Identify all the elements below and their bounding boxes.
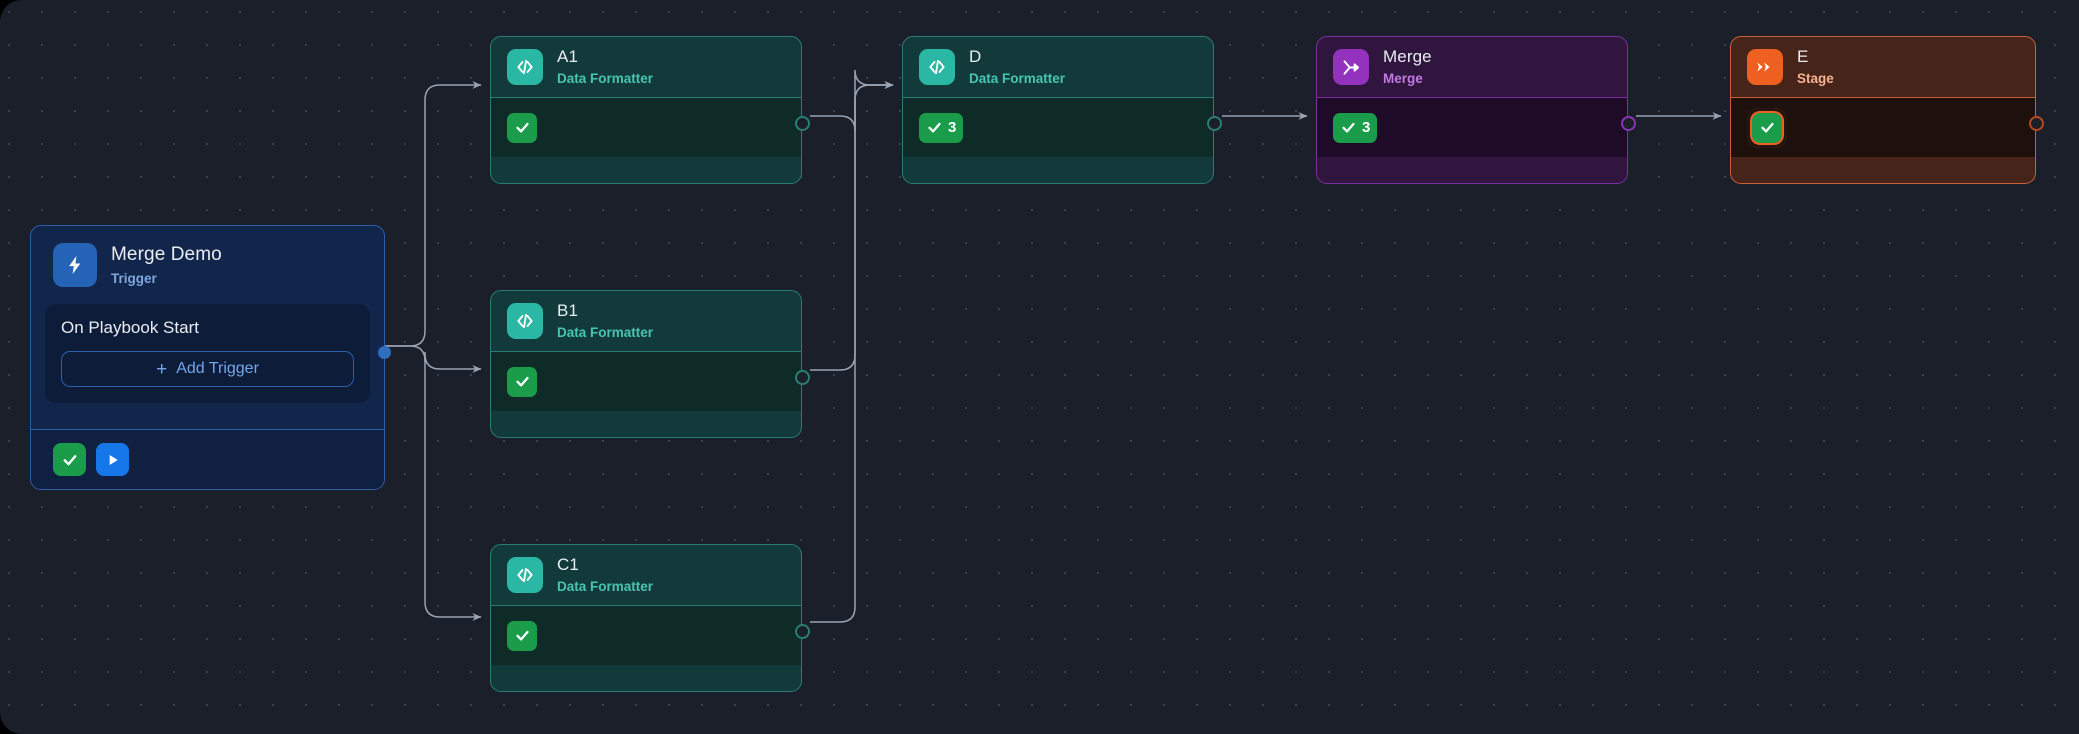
node-c1-title: C1 [557,555,579,575]
node-e-body [1731,97,2035,157]
node-a1-subtitle: Data Formatter [557,71,654,87]
node-c1[interactable]: C1 Data Formatter [490,544,810,692]
edge-a1-d [810,69,894,132]
trigger-node-footer [31,429,384,489]
code-icon [507,49,543,85]
node-d-body: 3 [903,97,1213,157]
node-merge-output-port[interactable] [1620,116,1636,131]
edge-trigger-a1 [385,81,482,347]
node-a1[interactable]: A1 Data Formatter [490,36,810,184]
edge-b1-d [810,81,894,371]
merge-arrow-icon [1333,49,1369,85]
trigger-run-button[interactable] [96,443,129,476]
node-b1-status-badge[interactable] [507,366,537,397]
node-merge-header: Merge Merge [1317,37,1627,97]
node-e-status-badge[interactable] [1752,112,1782,143]
trigger-node-title: Merge Demo [111,244,222,266]
node-e-selection-ring [1747,107,1787,148]
trigger-check-button[interactable] [53,443,86,476]
code-icon [507,303,543,339]
node-a1-status-badge[interactable] [507,112,537,143]
node-b1-output-port[interactable] [794,370,810,385]
node-merge-status-count: 3 [1362,119,1371,136]
node-d-status-badge[interactable]: 3 [919,112,964,143]
node-d-header: D Data Formatter [903,37,1213,97]
node-d-output-port[interactable] [1206,116,1222,131]
trigger-node[interactable]: Merge Demo Trigger On Playbook Start + A… [30,225,391,490]
add-trigger-button[interactable]: + Add Trigger [61,351,354,387]
node-a1-output-port[interactable] [794,116,810,131]
double-chevron-icon [1747,49,1783,85]
code-icon [507,557,543,593]
node-b1[interactable]: B1 Data Formatter [490,290,810,438]
node-c1-subtitle: Data Formatter [557,579,654,595]
node-e-title: E [1797,47,1809,67]
node-d-subtitle: Data Formatter [969,71,1066,87]
edge-trigger-c1 [424,352,482,621]
node-b1-header: B1 Data Formatter [491,291,801,351]
trigger-event-label: On Playbook Start [61,318,199,337]
node-e-output-port[interactable] [2028,116,2044,131]
edge-c1-d [810,81,894,623]
node-e-subtitle: Stage [1797,71,1834,87]
node-d[interactable]: D Data Formatter 3 [902,36,1222,184]
node-e[interactable]: E Stage [1730,36,2044,184]
add-trigger-label: Add Trigger [176,360,259,377]
node-b1-subtitle: Data Formatter [557,325,654,341]
node-merge-status-badge[interactable]: 3 [1333,112,1378,143]
node-d-title: D [969,47,982,67]
trigger-output-port[interactable] [378,346,391,359]
node-merge-subtitle: Merge [1383,71,1423,87]
trigger-panel: On Playbook Start + Add Trigger [45,304,370,403]
node-c1-header: C1 Data Formatter [491,545,801,605]
node-b1-title: B1 [557,301,578,321]
node-merge-title: Merge [1383,47,1432,67]
node-b1-body [491,351,801,411]
node-c1-body [491,605,801,665]
node-a1-header: A1 Data Formatter [491,37,801,97]
node-d-status-count: 3 [948,119,957,136]
node-c1-status-badge[interactable] [507,620,537,651]
trigger-node-header: Merge Demo Trigger [31,226,384,304]
node-a1-title: A1 [557,47,578,67]
lightning-bolt-icon [53,243,97,287]
node-c1-output-port[interactable] [794,624,810,639]
plus-icon: + [156,358,168,380]
node-merge[interactable]: Merge Merge 3 [1316,36,1636,184]
node-a1-body [491,97,801,157]
edge-trigger-b1 [385,345,482,373]
trigger-node-subtitle: Trigger [111,270,157,286]
node-e-header: E Stage [1731,37,2035,97]
node-merge-body: 3 [1317,97,1627,157]
code-icon [919,49,955,85]
